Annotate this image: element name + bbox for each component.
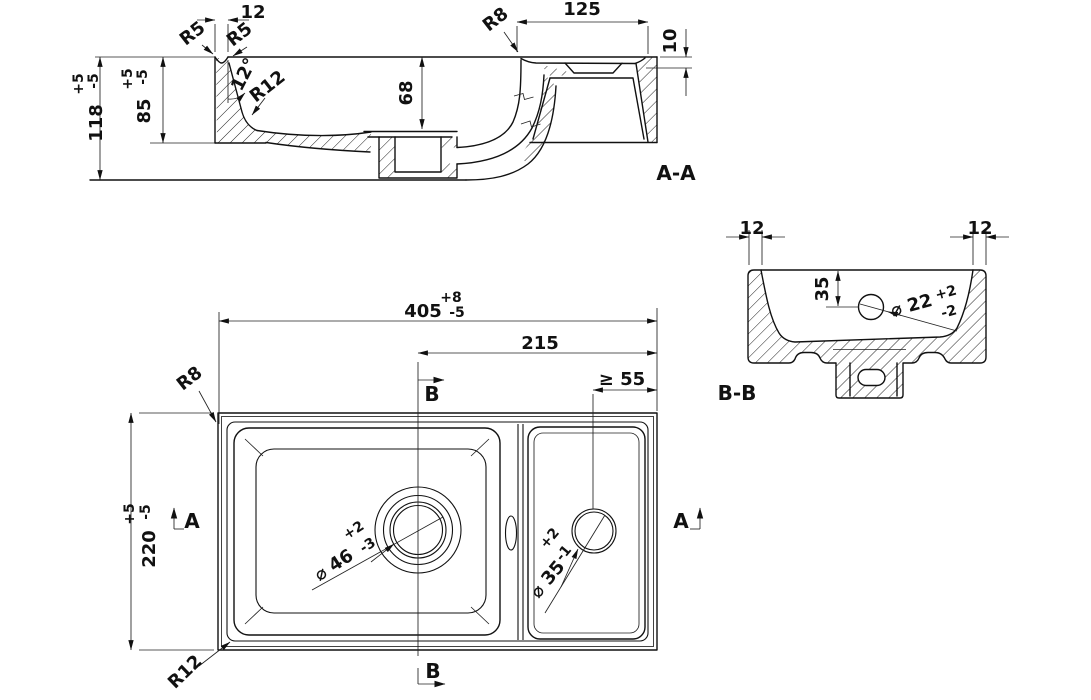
- aa-dim12-extensions: [214, 24, 229, 52]
- plan-tap-dia-leader: [544, 514, 606, 614]
- plan-r12-label: R12: [164, 651, 207, 693]
- plan-dim-width: 405: [404, 301, 442, 322]
- plan-divider-lines: [517, 424, 524, 640]
- aa-dim-ledge-width: 125: [563, 0, 601, 20]
- plan-view: 405 +8 -5 215 ≥ 55 220 +5 -5 R8 R12 ⌀ 46…: [122, 290, 704, 693]
- plan-drain-dia-arrow: [370, 543, 395, 563]
- aa-base-sweep: [465, 85, 557, 181]
- plan-marker-a-left-label: A: [184, 509, 200, 533]
- aa-rim-edge-dip: [214, 56, 229, 64]
- bb-hole-dia-label: ⌀ 22: [888, 290, 934, 321]
- bb-boss-walls: [849, 362, 898, 397]
- aa-r5-left-label: R5: [176, 17, 210, 50]
- aa-dim-ledge-drop: 10: [660, 28, 681, 53]
- aa-drain-wall-right-hatch-bottom: [441, 163, 457, 178]
- aa-drain-flange: [363, 130, 458, 138]
- bb-hole-leader-arrow: [887, 311, 902, 318]
- section-bb-view: 12 12 35 ⌀ 22 +2 -2 B-B: [718, 218, 1009, 405]
- aa-overflow-channel: [457, 60, 544, 164]
- plan-drain-tol-minus: -3: [357, 535, 379, 557]
- plan-drain-dia-label: ⌀ 46: [311, 545, 358, 586]
- bb-dim-hole-offset: 35: [812, 276, 833, 301]
- bb-hole-leader: [859, 303, 958, 332]
- plan-tap-hole-inner: [574, 511, 614, 551]
- plan-dim-depth: 220: [139, 530, 160, 568]
- bb-hole-tol-plus: +2: [934, 283, 959, 304]
- plan-depth-tol-minus: -5: [138, 504, 154, 520]
- plan-rim-edge: [226, 421, 649, 642]
- plan-r8-leader: [198, 390, 217, 423]
- aa-height-inner-tol-minus: -5: [135, 69, 151, 85]
- aa-drain-body: [378, 136, 458, 179]
- plan-tap-ledge-inner: [533, 432, 640, 634]
- plan-bowl-inner-bottom: [255, 448, 487, 614]
- section-aa-view: 12 R5 R5 12° R12 68 125 R8 10 118 +5 -5 …: [71, 0, 696, 185]
- bb-hole-tol-minus: -2: [939, 302, 958, 321]
- bb-overflow-slot: [857, 368, 886, 387]
- aa-column-hatch: [519, 75, 556, 164]
- aa-dim-height-outer: 118: [86, 104, 107, 142]
- plan-marker-a-right-label: A: [673, 509, 689, 533]
- aa-wedge-hatch: [540, 64, 572, 78]
- plan-outer-rect: [217, 412, 658, 651]
- aa-height-outer-tol-minus: -5: [86, 73, 102, 89]
- plan-width-tol-minus: -5: [449, 305, 465, 321]
- plan-depth-tol-plus: +5: [122, 503, 138, 524]
- bb-dim-wall-right: 12: [967, 218, 992, 239]
- plan-dim220-extensions: [139, 412, 214, 651]
- aa-shell-underside: [265, 141, 371, 153]
- plan-overflow-oval: [504, 515, 518, 551]
- aa-section-label: A-A: [656, 161, 696, 185]
- aa-dim-bowl-depth: 68: [396, 80, 417, 105]
- plan-tap-hole-outer: [571, 508, 617, 554]
- bb-dim-wall-left: 12: [739, 218, 764, 239]
- aa-r5-left-leader: [201, 44, 214, 55]
- aa-r5-right-leader: [232, 46, 248, 57]
- plan-r12-leader: [198, 641, 231, 667]
- aa-height-outer-tol-plus: +5: [71, 73, 87, 94]
- plan-corner-transition-lines: [244, 438, 490, 625]
- plan-dim405-extensions: [218, 308, 658, 424]
- bb-dim12-extensions: [748, 230, 987, 265]
- aa-pipe-lower: [456, 74, 545, 165]
- plan-inner-offset-rect: [221, 416, 654, 647]
- aa-break-symbols: [513, 92, 541, 128]
- plan-marker-b-bottom-label: B: [425, 659, 440, 683]
- aa-inner-slope: [228, 62, 258, 132]
- aa-r8-label: R8: [479, 3, 513, 36]
- aa-pipe-upper: [456, 59, 522, 149]
- aa-angle-arc: [227, 92, 246, 102]
- aa-r8-leader: [503, 31, 519, 53]
- plan-tap-ledge-outer: [527, 426, 646, 640]
- aa-dim125-extensions: [516, 26, 649, 54]
- bb-section-label: B-B: [718, 381, 757, 405]
- aa-drain-wall-right-hatch-top: [441, 137, 457, 148]
- plan-dim-drain-offset: 215: [521, 333, 559, 354]
- aa-drain-wall-left-hatch: [379, 137, 395, 178]
- plan-r8-label: R8: [173, 362, 207, 395]
- plan-tap-dia-arrow: [560, 548, 579, 588]
- aa-height-inner-tol-plus: +5: [120, 68, 136, 89]
- plan-width-tol-plus: +8: [440, 290, 461, 306]
- aa-overflow-slot: [564, 62, 623, 74]
- aa-right-wall-hatch: [636, 57, 657, 142]
- aa-ledge-surface: [520, 57, 636, 65]
- aa-right-wall-inner-edge: [635, 62, 649, 143]
- aa-basin-bottom: [256, 129, 372, 137]
- aa-dim-height-inner: 85: [134, 98, 155, 123]
- plan-drain-dia-leader: [311, 516, 444, 591]
- aa-dim-rim-width: 12: [240, 2, 265, 23]
- aa-left-wall-hatch: [216, 58, 371, 151]
- bb-outer-outline: [747, 269, 987, 399]
- bb-bowl-interior: [760, 269, 974, 343]
- plan-marker-b-top-label: B: [424, 382, 439, 406]
- plan-dim-tap-min-edge: ≥ 55: [599, 369, 645, 390]
- aa-back-wall-silhouette: [532, 77, 645, 140]
- aa-r12-leader: [251, 97, 266, 116]
- plan-bowl-outer-edge: [233, 427, 501, 636]
